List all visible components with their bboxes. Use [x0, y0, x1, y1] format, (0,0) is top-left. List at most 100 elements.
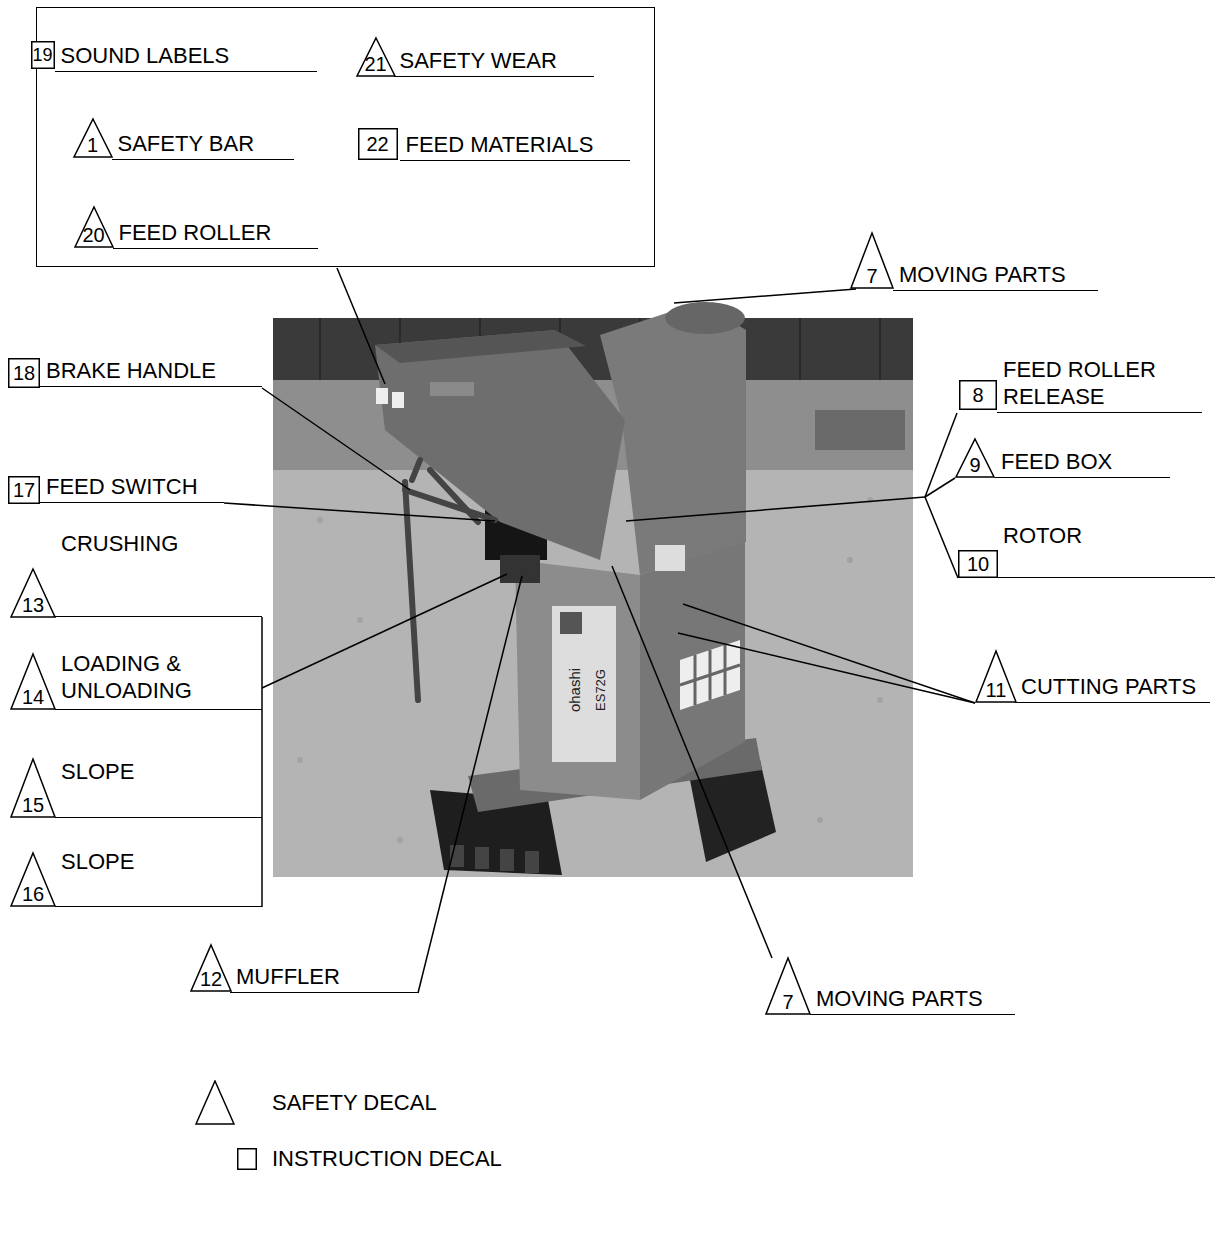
instruction-decal-marker: [358, 128, 397, 159]
logo-panel: [552, 606, 616, 762]
side-decals: [655, 545, 685, 571]
safety-decal-marker: [956, 439, 994, 477]
instruction-decal-marker: [960, 381, 997, 410]
callout-number: 18: [8, 362, 40, 384]
safety-decal-marker: [11, 759, 55, 817]
safety-decal: 21SAFETY WEAR: [356, 37, 396, 77]
callout-number: 8: [959, 384, 997, 406]
safety-decal-marker: [75, 207, 113, 247]
decal-name: BRAKE HANDLE: [46, 357, 260, 384]
callout-number: 10: [958, 553, 998, 575]
decal-label-line: LOADING & UNLOADING: [55, 650, 262, 710]
callout-number: 22: [358, 133, 398, 155]
instruction-decal-marker: [9, 477, 40, 504]
callout-number: 17: [8, 479, 40, 501]
decal-label-line: SLOPE: [55, 758, 262, 818]
decal-name: CRUSHING: [61, 530, 260, 557]
front-panel: [515, 560, 640, 800]
hopper-mouth: [375, 330, 586, 363]
decal-label-line: ROTOR: [997, 522, 1215, 578]
side-panel: [640, 540, 745, 800]
safety-decal: 16SLOPE: [10, 852, 56, 907]
decal-name: SOUND LABELS: [61, 42, 315, 69]
legend-text: SAFETY DECAL: [272, 1090, 437, 1116]
decal-label-line: MOVING PARTS: [810, 982, 1015, 1015]
decal-name: CUTTING PARTS: [1021, 673, 1208, 700]
callout-number: 15: [10, 794, 56, 816]
background-implement: [815, 410, 905, 450]
grille: [680, 640, 740, 710]
callout-number: 21: [356, 53, 396, 75]
safety-decal-marker: [976, 651, 1016, 702]
decal-label-line: FEED BOX: [995, 445, 1170, 478]
instruction-decal-marker: [959, 551, 998, 578]
safety-decal-marker: [196, 1081, 234, 1124]
decal-name: FEED SWITCH: [46, 473, 222, 500]
callout-number: 14: [10, 686, 56, 708]
decal-label-line: SLOPE: [55, 848, 262, 907]
callout-number: 19: [31, 44, 55, 66]
decal-name: ROTOR: [1003, 522, 1213, 549]
decal-name: SAFETY WEAR: [400, 47, 592, 74]
decal-name: MUFFLER: [236, 963, 416, 990]
safety-decal: 15SLOPE: [10, 758, 56, 818]
decal-name: SLOPE: [61, 758, 260, 785]
decal-label-line: BRAKE HANDLE: [40, 354, 262, 387]
hopper-decal: [376, 388, 388, 404]
decal-label-line: SAFETY BAR: [112, 127, 294, 160]
logo-symbol: [560, 612, 582, 634]
handles: [405, 460, 495, 700]
fence: [273, 318, 913, 380]
instruction-decal: 19SOUND LABELS: [31, 41, 55, 69]
brand-text: ES72G: [593, 669, 608, 711]
decal-label-line: FEED SWITCH: [40, 470, 224, 503]
decal-label-line: SOUND LABELS: [55, 40, 317, 72]
photo-ground: [273, 318, 913, 877]
safety-decal: 7MOVING PARTS: [765, 957, 811, 1015]
callout-number: 9: [955, 454, 995, 476]
instruction-decal-marker: [31, 41, 54, 68]
legend-text: INSTRUCTION DECAL: [272, 1146, 502, 1172]
decal-name: MOVING PARTS: [816, 985, 1013, 1012]
safety-decal-marker: [11, 654, 55, 709]
instruction-decal-marker: [238, 1149, 257, 1170]
legend-sample: [195, 1080, 235, 1125]
instruction-decal-marker: [9, 359, 40, 388]
decal-label-line: MOVING PARTS: [893, 258, 1098, 291]
safety-decal: 7MOVING PARTS: [850, 232, 894, 289]
safety-decal-marker: [851, 233, 893, 288]
track-treads: [450, 845, 539, 873]
decal-label-line: FEED MATERIALS: [400, 128, 630, 161]
safety-decal: 9FEED BOX: [955, 438, 995, 478]
safety-decal-marker: [357, 38, 395, 76]
decal-label-line: CRUSHING: [55, 530, 262, 617]
callout-number: 11: [975, 679, 1017, 701]
decal-label-line: SAFETY WEAR: [394, 44, 594, 77]
safety-decal: 1SAFETY BAR: [73, 118, 113, 158]
decal-label-line: FEED ROLLER: [113, 216, 318, 249]
instruction-decal: 17FEED SWITCH: [8, 476, 40, 504]
callout-number: 13: [10, 594, 56, 616]
brand-text: ohashi: [566, 668, 583, 712]
decal-name: FEED ROLLER RELEASE: [1003, 356, 1200, 410]
leader-lines: [224, 268, 975, 993]
decal-name: LOADING & UNLOADING: [61, 650, 260, 704]
decal-name: FEED BOX: [1001, 448, 1168, 475]
callout-number: 20: [74, 224, 114, 246]
decal-name: FEED MATERIALS: [406, 131, 628, 158]
pulley-cover: [665, 302, 745, 334]
hopper-hinges: [430, 382, 474, 396]
decal-list-box: 19SOUND LABELS21SAFETY WEAR1SAFETY BAR22…: [36, 7, 655, 267]
safety-decal: 14LOADING & UNLOADING: [10, 653, 56, 710]
safety-decal: 20FEED ROLLER: [74, 206, 114, 248]
instruction-decal: 22FEED MATERIALS: [358, 128, 398, 160]
callout-number: 7: [765, 991, 811, 1013]
decal-name: FEED ROLLER: [119, 219, 316, 246]
instruction-decal: 18BRAKE HANDLE: [8, 358, 40, 388]
safety-decal-marker: [11, 569, 55, 617]
decal-name: SLOPE: [61, 848, 260, 875]
safety-decal-marker: [11, 853, 55, 906]
rotor-cover: [600, 302, 746, 575]
